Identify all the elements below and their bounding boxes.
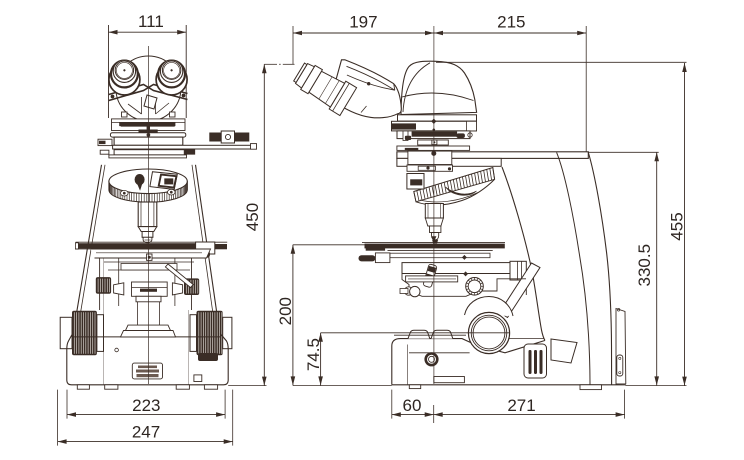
svg-text:455: 455 xyxy=(668,212,687,240)
svg-text:271: 271 xyxy=(507,396,535,415)
svg-text:60: 60 xyxy=(403,396,422,415)
svg-text:111: 111 xyxy=(138,12,164,31)
svg-text:74.5: 74.5 xyxy=(304,338,323,371)
svg-text:330.5: 330.5 xyxy=(635,244,654,287)
svg-text:197: 197 xyxy=(349,13,377,32)
svg-text:247: 247 xyxy=(132,423,160,442)
svg-text:223: 223 xyxy=(132,396,160,415)
svg-text:200: 200 xyxy=(276,297,295,325)
svg-text:450: 450 xyxy=(243,203,262,231)
svg-text:215: 215 xyxy=(497,13,525,32)
